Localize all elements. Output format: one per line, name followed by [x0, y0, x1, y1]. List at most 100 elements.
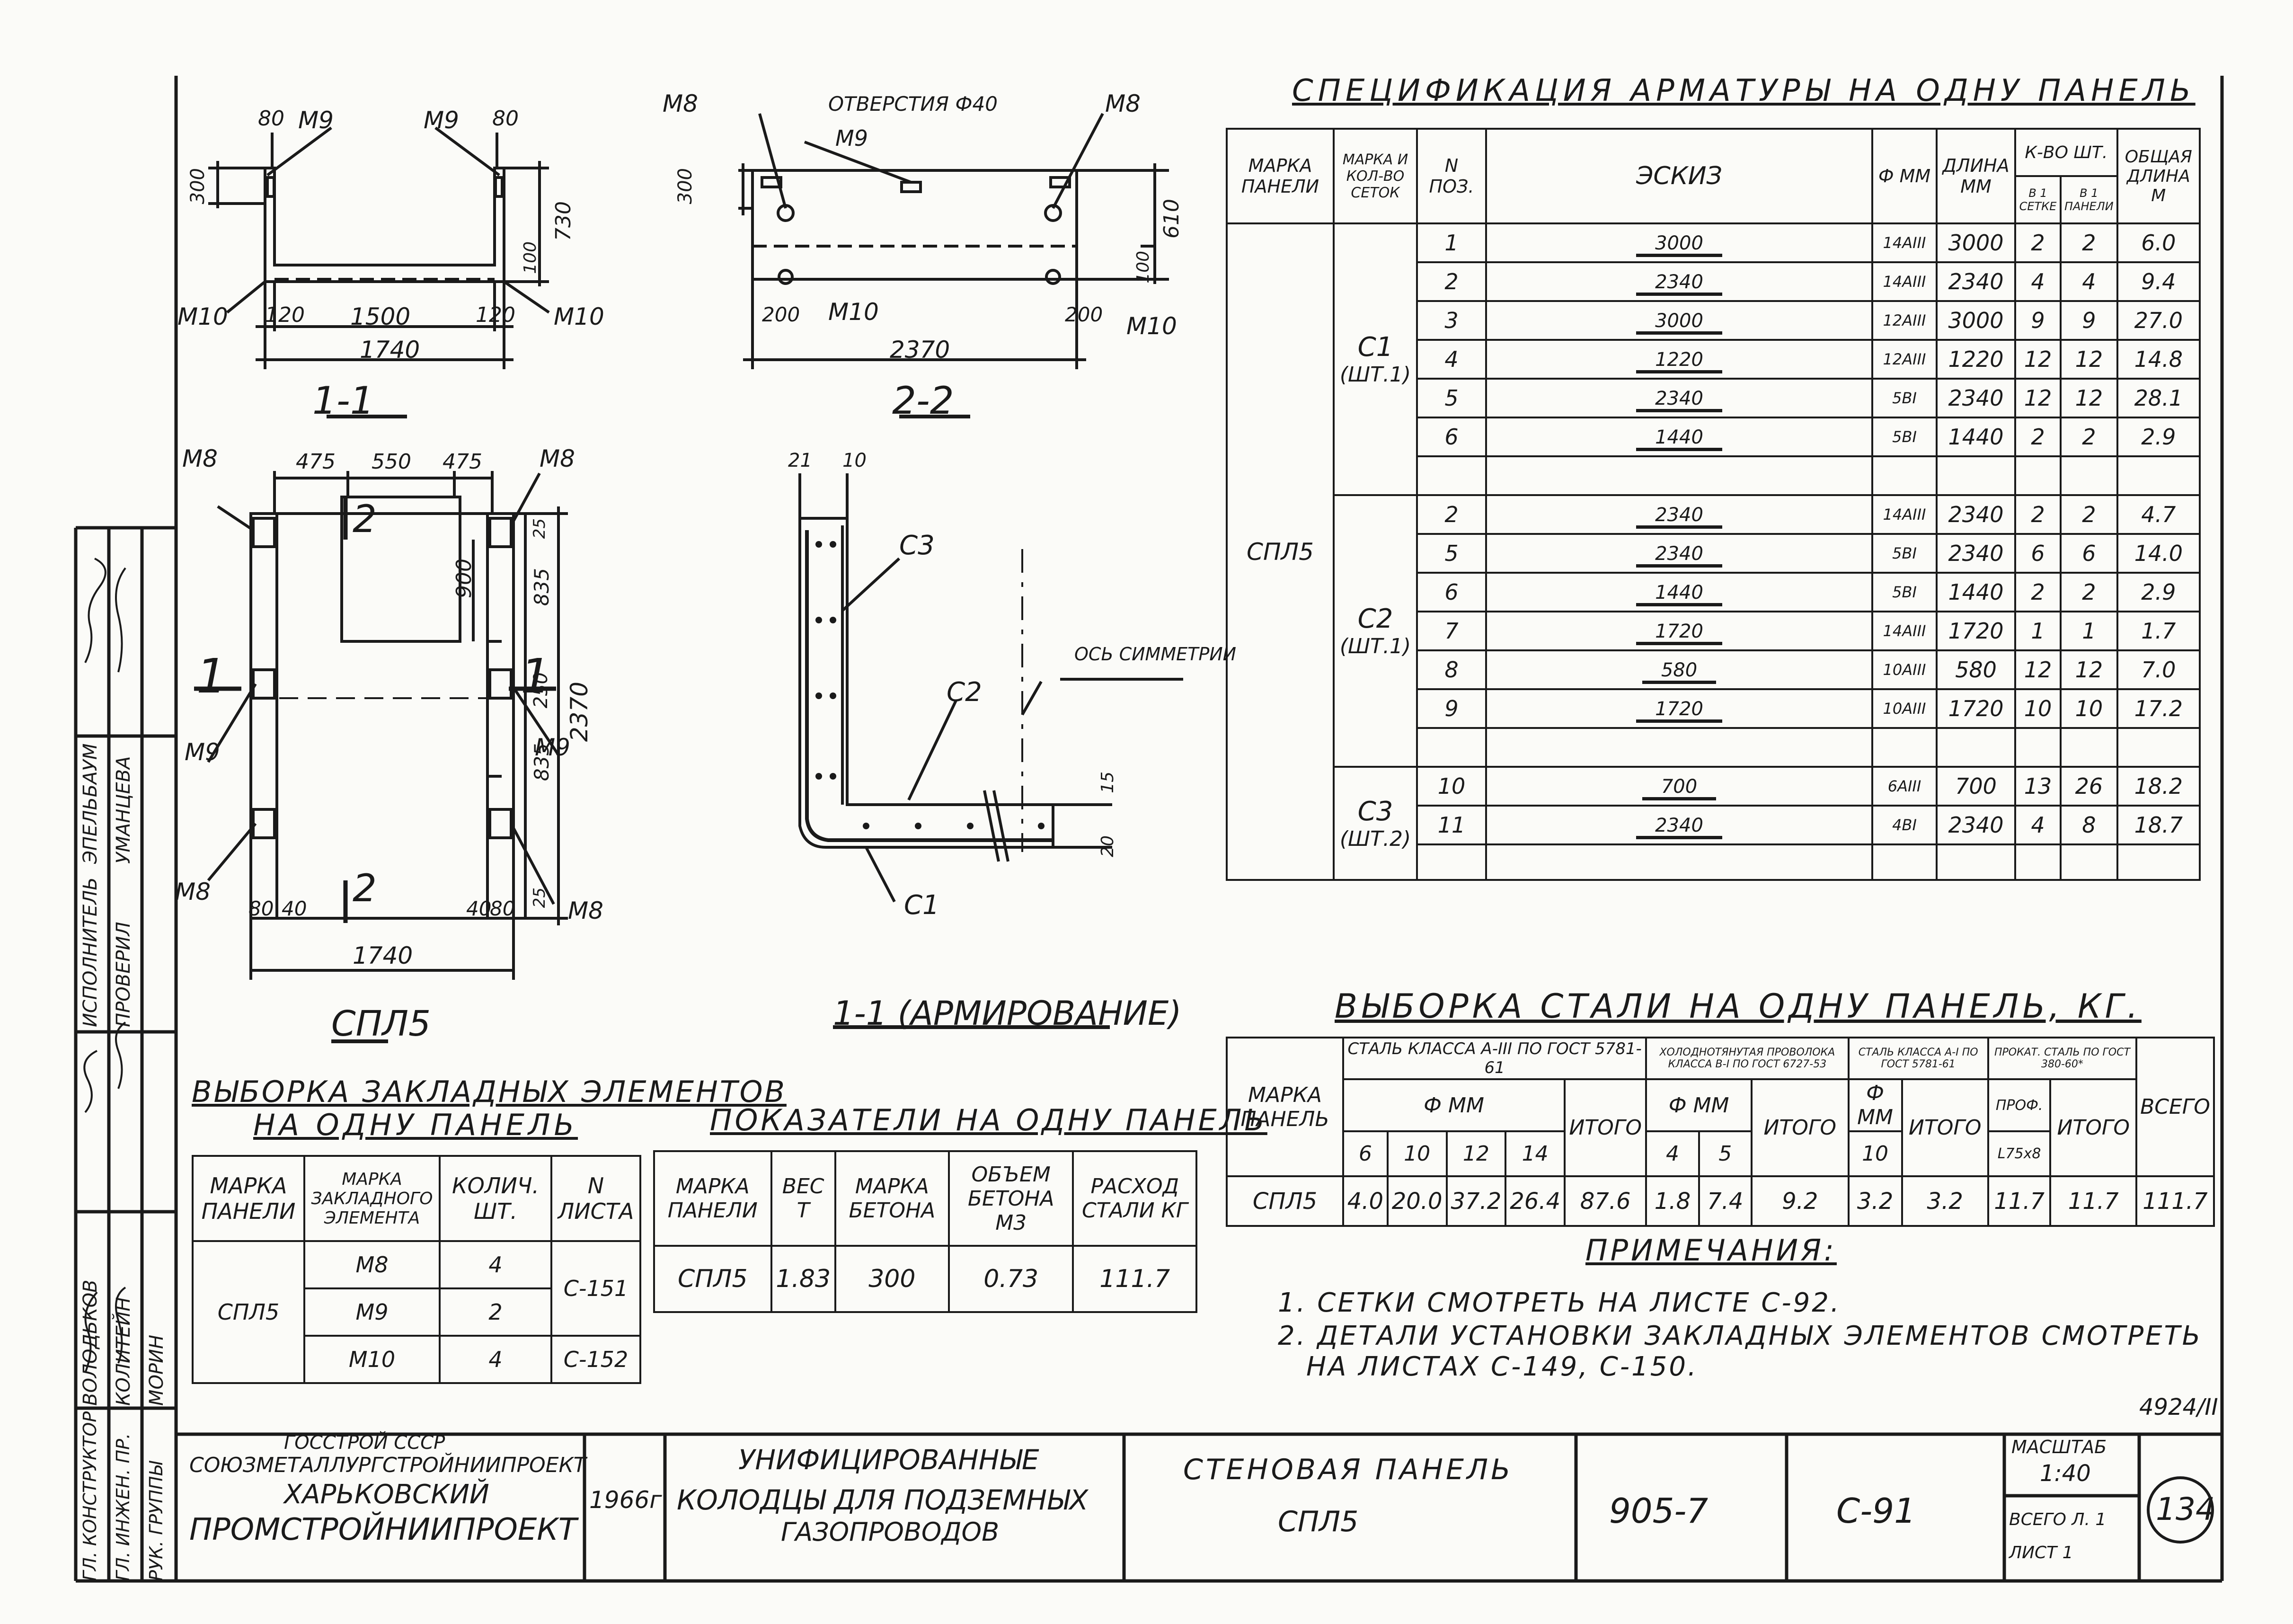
m8-label-3: М8	[182, 445, 218, 472]
steel-cell: 11.7	[2049, 1175, 2138, 1227]
signature-6	[115, 1287, 126, 1364]
section-2-2-title: 2-2	[892, 379, 954, 423]
m9-label-4: М9	[185, 738, 220, 766]
spec-diam: 14АIII	[1871, 611, 1938, 651]
dim-550: 550	[372, 450, 411, 474]
steel-h-group3: СТАЛЬ КЛАССА А-I ПО ГОСТ 5781-61	[1847, 1037, 1989, 1080]
axis-label: ОСЬ СИММЕТРИИ	[1074, 644, 1237, 665]
spec-pos: 5	[1416, 378, 1487, 418]
spec-qty-mesh: 4	[2014, 261, 2062, 302]
total-sheets: ВСЕГО Л. 1	[2009, 1510, 2107, 1529]
steel-h-prof: ПРОФ.	[1987, 1078, 2052, 1132]
spec-sketch: 700	[1485, 766, 1873, 807]
ind-cell-concrete: 300	[834, 1245, 950, 1313]
spec-blank-cell	[2014, 455, 2062, 496]
note-2: 2. ДЕТАЛИ УСТАНОВКИ ЗАКЛАДНЫХ ЭЛЕМЕНТОВ …	[1278, 1321, 2203, 1351]
spec-length: 2340	[1936, 261, 2016, 302]
emb-h-sheet: N ЛИСТА	[550, 1155, 641, 1242]
spec-sketch: 2340	[1485, 378, 1873, 418]
spec-total: 4.7	[2116, 494, 2201, 535]
ind-h-weight: ВЕС Т	[770, 1150, 836, 1247]
spec-blank-cell	[1485, 455, 1873, 496]
sheet-name-1: СТЕНОВАЯ ПАНЕЛЬ	[1183, 1453, 1514, 1486]
spec-h-pos: N ПОЗ.	[1416, 128, 1487, 224]
embedded-title-2: НА ОДНУ ПАНЕЛЬ	[253, 1108, 578, 1142]
section-mark-1-right: 1	[521, 648, 551, 704]
m8-label-6: М8	[568, 897, 603, 924]
emb-row-qty: 2	[439, 1287, 552, 1337]
dim-200-right: 200	[1065, 303, 1103, 326]
spec-blank-cell	[1936, 455, 2016, 496]
c1-label: С1	[904, 890, 939, 921]
spec-pos: 9	[1416, 688, 1487, 729]
steel-h-total: ВСЕГО	[2135, 1037, 2215, 1177]
spec-pos: 10	[1416, 766, 1487, 807]
spec-pos: 2	[1416, 494, 1487, 535]
spec-qty-panel: 12	[2060, 339, 2118, 380]
spec-qty-panel: 2	[2060, 494, 2118, 535]
spec-panel-mark: СПЛ5	[1226, 222, 1335, 881]
spec-h-per-mesh: В 1 СЕТКЕ	[2014, 175, 2062, 224]
dim-80-plan-left: 80	[248, 897, 274, 920]
dim-80-left: 80	[258, 106, 284, 131]
ind-cell-panel: СПЛ5	[653, 1245, 772, 1313]
spec-diam: 5ВI	[1871, 572, 1938, 612]
steel-sub-14: 14	[1505, 1130, 1566, 1177]
spec-qty-panel: 2	[2060, 222, 2118, 263]
dim-40-plan-left: 40	[282, 897, 307, 920]
steel-h-group4: ПРОКАТ. СТАЛЬ ПО ГОСТ 380-60*	[1987, 1037, 2138, 1080]
plan-drawing	[194, 471, 568, 1043]
steel-sub-6: 6	[1342, 1130, 1389, 1177]
section-2-2-drawing	[738, 113, 1169, 418]
spec-length: 2340	[1936, 494, 2016, 535]
spec-h-length: ДЛИНА ММ	[1936, 128, 2016, 224]
spec-blank-row	[1227, 455, 2201, 496]
spec-blank-cell	[1936, 727, 2016, 768]
m9-label-2: М9	[424, 106, 459, 134]
steel-cell: 26.4	[1505, 1175, 1566, 1227]
reinforcement-title: 1-1 (АРМИРОВАНИЕ)	[833, 994, 1182, 1033]
m8-label-2: М8	[1105, 90, 1141, 117]
spec-length: 1720	[1936, 611, 2016, 651]
spec-blank-cell	[2060, 843, 2118, 881]
m9-label-5: М9	[535, 734, 570, 761]
ind-h-concrete: МАРКА БЕТОНА	[834, 1150, 950, 1247]
c2-label: С2	[947, 677, 982, 708]
spec-pos: 2	[1416, 261, 1487, 302]
spec-blank-cell	[2014, 727, 2062, 768]
m10-label-4: М10	[1126, 312, 1177, 340]
spec-diam: 10АIII	[1871, 688, 1938, 729]
spec-blank-cell	[2060, 727, 2118, 768]
steel-row-mark: СПЛ5	[1226, 1175, 1344, 1227]
spec-qty-panel: 12	[2060, 378, 2118, 418]
steel-sub-4: 4	[1645, 1130, 1700, 1177]
steel-h-itogo-4: ИТОГО	[2049, 1078, 2138, 1177]
spec-length: 3000	[1936, 222, 2016, 263]
spec-blank-cell	[2116, 727, 2201, 768]
spec-pos: 8	[1416, 649, 1487, 690]
spec-qty-mesh: 2	[2014, 494, 2062, 535]
org-line-2: СОЮЗМЕТАЛЛУРГСТРОЙНИИПРОЕКТ	[189, 1453, 586, 1477]
spec-length: 2340	[1936, 533, 2016, 574]
dim-120-left: 120	[265, 303, 305, 327]
spec-mesh-mark: С1(ШТ.1)	[1333, 222, 1418, 496]
spec-qty-panel: 10	[2060, 688, 2118, 729]
spec-mesh-mark: С2(ШТ.1)	[1333, 494, 1418, 768]
spec-qty-mesh: 9	[2014, 300, 2062, 341]
spec-length: 2340	[1936, 805, 2016, 845]
spec-total: 18.7	[2116, 805, 2201, 845]
indicators-table: МАРКА ПАНЕЛИ ВЕС Т МАРКА БЕТОНА ОБЪЕМ БЕ…	[653, 1150, 1197, 1313]
steel-title: ВЫБОРКА СТАЛИ НА ОДНУ ПАНЕЛЬ, КГ.	[1335, 987, 2142, 1026]
spec-length: 1720	[1936, 688, 2016, 729]
m9-label-1: М9	[298, 106, 334, 134]
steel-cell: 9.2	[1750, 1175, 1850, 1227]
steel-cell: 4.0	[1342, 1175, 1389, 1227]
spec-sketch: 1440	[1485, 417, 1873, 457]
m8-label-1: М8	[663, 90, 698, 117]
spec-total: 14.8	[2116, 339, 2201, 380]
dim-80-right: 80	[492, 106, 519, 131]
